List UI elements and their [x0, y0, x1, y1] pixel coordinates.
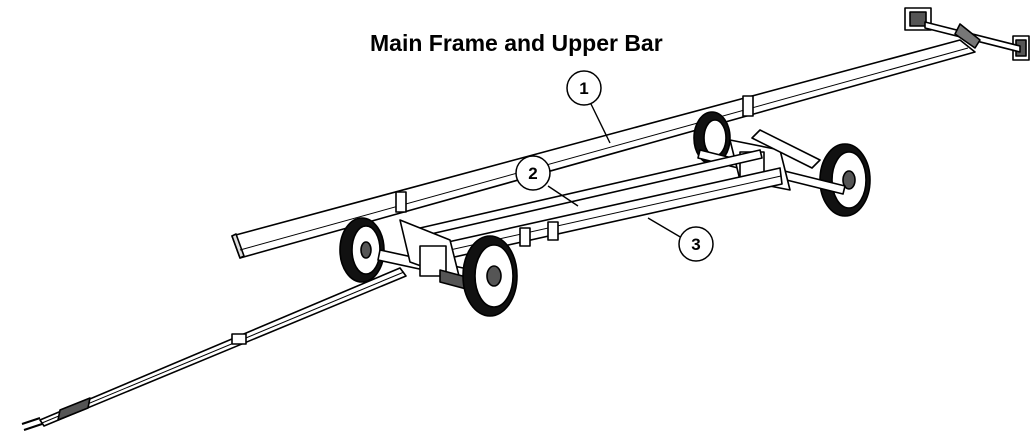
wheel-front-left — [340, 218, 384, 282]
callout-3: 3 — [679, 227, 713, 261]
wheel-front-right — [463, 236, 517, 316]
callout-1-label: 1 — [579, 79, 588, 98]
callout-3-label: 3 — [691, 235, 700, 254]
wheel-rear-right — [820, 144, 870, 216]
drawbar — [22, 268, 406, 430]
callout-2: 2 — [516, 156, 550, 190]
callout-2-label: 2 — [528, 164, 537, 183]
callout-1: 1 — [567, 71, 601, 105]
leader-3 — [648, 218, 682, 238]
upper-bar — [232, 40, 975, 258]
